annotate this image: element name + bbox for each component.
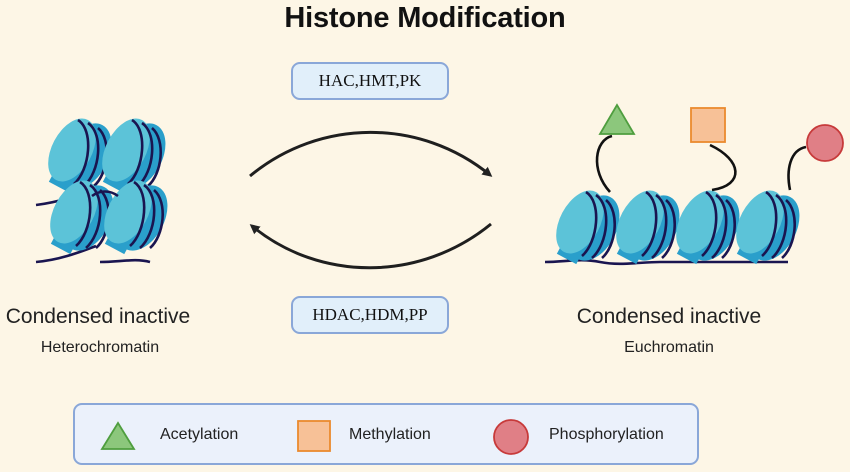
legend: Acetylation Methylation Phosphorylation [73, 403, 699, 465]
legend-label-acetylation: Acetylation [160, 426, 239, 443]
nucleosome [725, 181, 812, 271]
reverse-arrow [249, 222, 492, 270]
heterochromatin-illustration [35, 109, 180, 264]
legend-label-phosphorylation: Phosphorylation [549, 426, 664, 443]
phosphorylation-mark [806, 124, 844, 162]
nucleosome [93, 171, 180, 261]
euchromatin-illustration [544, 103, 844, 271]
methylation-mark [690, 107, 726, 143]
acetylation-mark [598, 103, 636, 135]
right-state-line2: Euchromatin [624, 339, 714, 356]
reverse-enzymes-label: HDAC,HDM,PP [312, 305, 428, 324]
forward-enzymes-box: HAC,HMT,PK [291, 62, 449, 100]
left-state-line2: Heterochromatin [40, 339, 160, 356]
diagram-title: Histone Modification [284, 2, 566, 34]
circle-icon [493, 419, 529, 455]
left-state-line1: Condensed inactive [5, 305, 191, 328]
forward-enzymes-label: HAC,HMT,PK [318, 71, 422, 90]
legend-label-methylation: Methylation [349, 426, 431, 443]
triangle-icon [100, 421, 136, 450]
right-state-line1: Condensed inactive [576, 305, 762, 328]
square-icon [297, 420, 331, 452]
forward-arrow [249, 131, 493, 178]
reverse-enzymes-box: HDAC,HDM,PP [291, 296, 449, 334]
